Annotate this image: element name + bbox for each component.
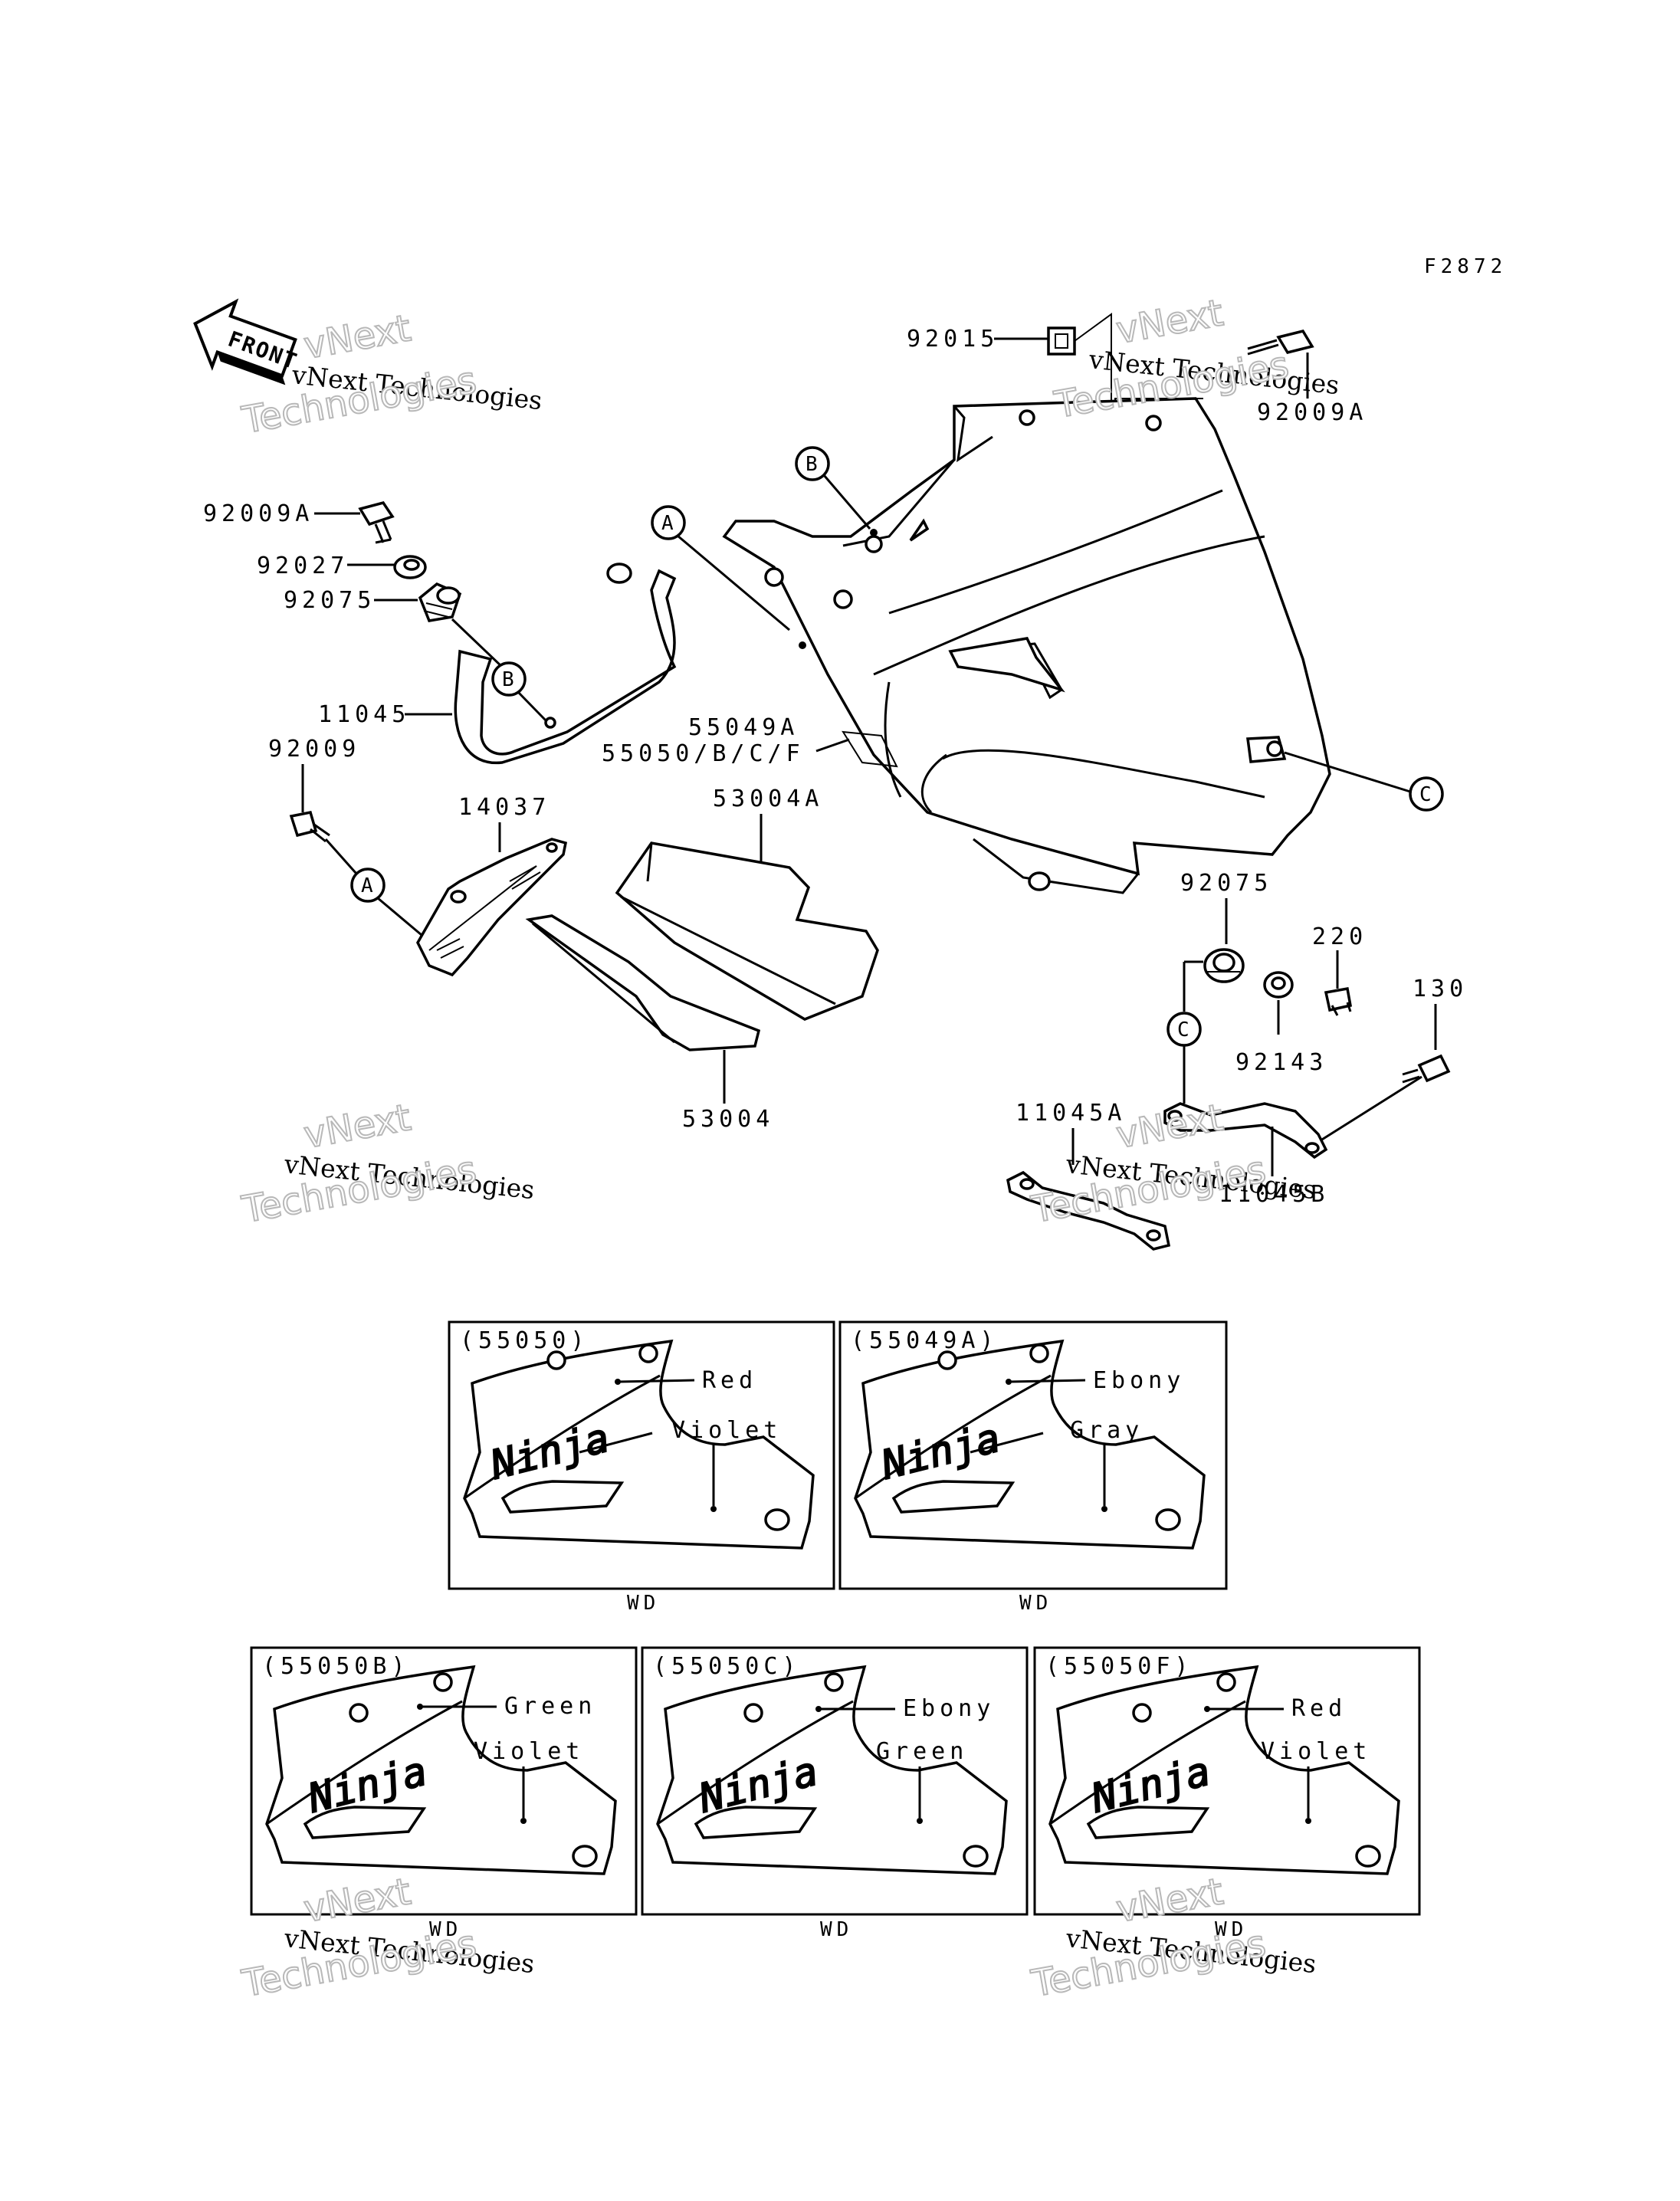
variant-box-4: (55050C) Ninja Ebony Green <box>641 1646 1029 1916</box>
label-55049a: 55049A <box>688 714 799 741</box>
part-53004a-panel <box>615 841 879 1021</box>
variant-4-color-2: Green <box>876 1738 968 1765</box>
ref-a-top: A <box>661 512 674 535</box>
part-11045a-stay <box>1006 1170 1171 1251</box>
variant-2-suffix: WD <box>1019 1592 1052 1615</box>
label-92143: 92143 <box>1235 1049 1327 1076</box>
variant-3-cowl: Ninja <box>265 1665 617 1875</box>
variant-box-1: (55050) Ninja Red Violet <box>448 1320 835 1590</box>
variant-3-suffix: WD <box>429 1918 462 1941</box>
ref-b-bottom: B <box>502 668 514 691</box>
variant-4-code: (55050C) <box>653 1653 801 1680</box>
part-92143-collar <box>1263 971 1294 999</box>
label-92027: 92027 <box>257 553 349 579</box>
label-53004a: 53004A <box>713 786 823 812</box>
label-92075-left: 92075 <box>284 587 376 614</box>
watermark-4-line-3: vNext <box>1113 1096 1226 1157</box>
watermark-1-line-3: vNext <box>300 307 414 368</box>
variant-3-color-1: Green <box>504 1693 596 1720</box>
part-92027-collar <box>393 555 427 579</box>
variant-4-color-1: Ebony <box>903 1695 995 1722</box>
watermark-3-line-3: vNext <box>300 1096 414 1157</box>
variant-4-suffix: WD <box>820 1918 853 1941</box>
ref-c-bottom: C <box>1177 1018 1189 1041</box>
part-220-screw <box>1324 986 1353 1016</box>
variant-5-suffix: WD <box>1215 1918 1248 1941</box>
part-11045b-stay <box>1163 1102 1328 1160</box>
variant-1-cowl: Ninja <box>463 1339 815 1550</box>
variant-5-color-2: Violet <box>1261 1738 1371 1765</box>
label-55050-group: 55050/B/C/F <box>602 740 805 767</box>
variant-2-cowl: Ninja <box>854 1339 1206 1550</box>
variant-1-color-1: Red <box>702 1367 757 1394</box>
ref-b-top: B <box>806 453 818 476</box>
part-92009a-top-bolt <box>1247 329 1314 356</box>
label-11045: 11045 <box>318 701 410 728</box>
watermark-1: vNext vNext Technologies Technologies <box>238 306 543 443</box>
ref-c-top: C <box>1419 783 1432 806</box>
variant-1-suffix: WD <box>627 1592 660 1615</box>
variant-box-3: (55050B) Ninja Green Violet <box>250 1646 638 1916</box>
variant-5-code: (55050F) <box>1045 1653 1193 1680</box>
variant-3-color-2: Violet <box>474 1738 584 1765</box>
label-130: 130 <box>1413 976 1468 1002</box>
variant-box-2: (55049A) Ninja Ebony Gray <box>838 1320 1228 1590</box>
front-arrow-icon: FRONT <box>193 298 301 385</box>
variant-3-code: (55050B) <box>262 1653 410 1680</box>
variant-2-color-1: Ebony <box>1093 1367 1185 1394</box>
label-92015: 92015 <box>907 326 999 353</box>
watermark-2-line-3: vNext <box>1113 291 1226 353</box>
label-92009: 92009 <box>268 736 360 763</box>
part-130-bolt <box>1402 1054 1451 1084</box>
part-14037-bracket <box>416 838 568 977</box>
label-92009a-left: 92009A <box>203 500 313 527</box>
label-220: 220 <box>1312 923 1367 950</box>
diagram-code: F2872 <box>1424 255 1507 278</box>
part-92009-screw <box>289 810 330 843</box>
part-11045-stay <box>454 563 677 765</box>
label-11045a: 11045A <box>1016 1100 1126 1127</box>
label-14037: 14037 <box>458 794 550 821</box>
part-53004-panel <box>525 914 761 1051</box>
label-11045b: 11045B <box>1219 1181 1329 1208</box>
variant-5-color-1: Red <box>1291 1695 1347 1722</box>
label-92009a-top: 92009A <box>1257 399 1367 426</box>
ref-a-bottom: A <box>361 874 373 897</box>
part-55049a-main-cowl <box>722 397 1331 894</box>
part-92015-clip <box>1047 326 1076 356</box>
watermark-3: vNext vNext Technologies Technologies <box>238 1095 536 1232</box>
variant-box-5: (55050F) Ninja Red Violet <box>1033 1646 1421 1916</box>
part-92009a-left-bolt <box>358 500 395 544</box>
variant-1-code: (55050) <box>460 1327 589 1354</box>
variant-2-code: (55049A) <box>851 1327 999 1354</box>
variant-1-color-2: Violet <box>671 1417 782 1444</box>
variant-5-cowl: Ninja <box>1048 1665 1400 1875</box>
label-92075-right: 92075 <box>1180 870 1272 897</box>
variant-4-cowl: Ninja <box>656 1665 1008 1875</box>
variant-2-color-2: Gray <box>1070 1417 1144 1444</box>
part-92075-left-grommet <box>418 582 462 622</box>
part-92075-right-grommet <box>1203 948 1245 983</box>
label-53004: 53004 <box>682 1106 774 1133</box>
